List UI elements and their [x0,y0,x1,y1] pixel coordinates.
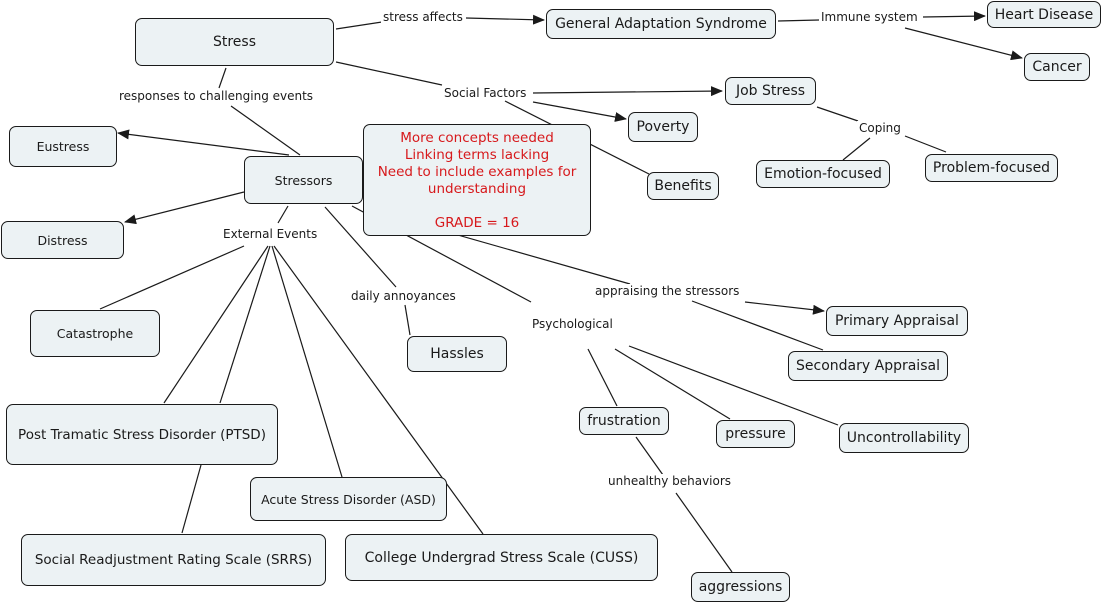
edge-stress-to-social-factors [335,61,443,86]
edge-gas-to-immune-system [777,19,820,22]
concept-stress[interactable]: Stress [135,18,334,66]
concept-aggressions[interactable]: aggressions [691,572,790,602]
edge-responses-to-stressors [230,105,301,156]
note-line: understanding [427,181,527,197]
link-stress-affects: stress affects [381,10,465,24]
link-immune-system: Immune system [819,10,920,24]
concept-secondary-appraisal[interactable]: Secondary Appraisal [788,351,948,381]
concept-frustration[interactable]: frustration [579,407,669,435]
link-psychological: Psychological [530,317,615,331]
edge-psychological-to-pressure [614,348,731,420]
concept-emotion-focused[interactable]: Emotion-focused [756,160,890,188]
concept-primary-appraisal[interactable]: Primary Appraisal [826,306,968,336]
link-responses: responses to challenging events [117,89,316,103]
edge-stressors-to-daily [324,206,397,288]
concept-distress[interactable]: Distress [1,221,124,259]
concept-problem-focused[interactable]: Problem-focused [925,154,1058,182]
edge-frustration-to-unhealthy [635,436,664,476]
note-line: Need to include examples for [377,164,577,180]
concept-eustress[interactable]: Eustress [9,126,117,167]
edge-external-to-ptsd-b [219,245,271,404]
concept-catastrophe[interactable]: Catastrophe [30,310,160,357]
link-social-factors: Social Factors [442,86,529,100]
link-external-events: External Events [221,227,320,241]
link-appraising: appraising the stressors [593,284,742,298]
edge-stress-affects-to-gas [465,14,545,25]
edge-stressors-to-distress [124,191,245,225]
edge-coping-to-emotion [842,137,871,161]
edge-unhealthy-to-aggressions [675,492,733,573]
link-daily-annoyances: daily annoyances [349,289,458,303]
edge-social-to-poverty [532,101,627,122]
edge-stress-to-responses [218,67,227,89]
edge-psychological-to-uncontrollability [628,345,839,426]
concept-ptsd[interactable]: Post Tramatic Stress Disorder (PTSD) [6,404,278,465]
concept-general-adaptation-syndrome[interactable]: General Adaptation Syndrome [546,9,776,39]
concept-hassles[interactable]: Hassles [407,336,507,372]
edge-social-to-job-stress [532,86,723,97]
grader-note[interactable]: More concepts needed Linking terms lacki… [363,124,591,236]
edge-external-to-cuss [273,245,484,535]
concept-job-stress[interactable]: Job Stress [725,77,816,105]
edge-coping-to-problem [904,135,947,153]
concept-srrs[interactable]: Social Readjustment Rating Scale (SRRS) [21,534,326,586]
edge-stress-to-stress-affects [335,21,383,30]
edge-psychological-to-frustration [587,348,618,407]
note-line: More concepts needed [400,130,554,146]
concept-cuss[interactable]: College Undergrad Stress Scale (CUSS) [345,534,658,581]
concept-cancer[interactable]: Cancer [1024,53,1090,81]
concept-poverty[interactable]: Poverty [628,112,698,142]
concept-heart-disease[interactable]: Heart Disease [987,1,1101,28]
edge-daily-to-hassles [404,304,411,336]
edge-stressors-to-external [277,205,289,224]
link-coping: Coping [857,121,903,135]
edge-appraising-to-secondary [691,300,824,351]
concept-asd[interactable]: Acute Stress Disorder (ASD) [250,477,447,521]
link-unhealthy-behaviors: unhealthy behaviors [606,474,734,488]
edge-job-stress-to-coping [816,106,859,122]
edge-immune-to-cancer [904,27,1023,61]
edge-external-to-asd [271,245,343,478]
concept-pressure[interactable]: pressure [716,420,795,448]
concept-benefits[interactable]: Benefits [647,172,719,200]
note-line: Linking terms lacking [404,147,550,163]
grade-text: GRADE = 16 [434,215,520,231]
edge-external-to-catastrophe [99,245,245,310]
edge-appraising-to-primary [744,301,825,315]
edge-external-to-ptsd-a [163,245,269,404]
edge-ptsd-to-srrs [181,464,202,534]
concept-stressors[interactable]: Stressors [244,156,363,204]
concept-uncontrollability[interactable]: Uncontrollability [839,423,969,453]
edge-stressors-to-eustress [117,129,290,156]
edge-immune-to-heart-disease [922,11,986,22]
